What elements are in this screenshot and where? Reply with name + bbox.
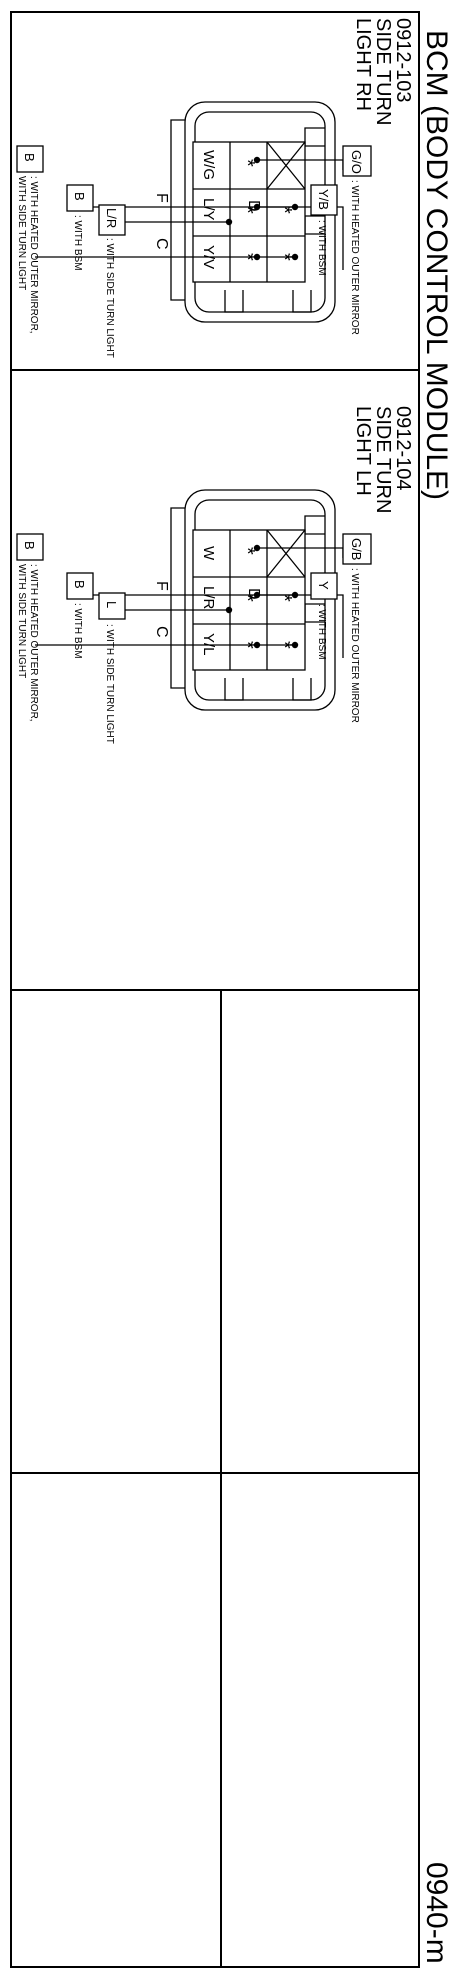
housing-latches-top — [304, 127, 325, 235]
connector-code: 0912-103 — [392, 18, 414, 103]
wire-color: B — [22, 153, 37, 162]
wire-tag: G/O : WITH HEATED OUTER MIRROR — [342, 145, 372, 335]
wire-note-line2: WITH SIDE TURN LIGHT — [16, 564, 27, 678]
wire-note: : WITH BSM — [316, 604, 327, 660]
wire-color-box — [310, 572, 338, 600]
wire-color: B — [22, 541, 37, 550]
wire-note: : WITH HEATED OUTER MIRROR — [349, 568, 360, 723]
pin-label: * — [236, 159, 258, 167]
pin-letter-f: F — [153, 581, 170, 591]
pin-letter-c: C — [153, 626, 170, 638]
wire-note: : WITH SIDE TURN LIGHT — [104, 238, 115, 358]
housing-outer — [184, 489, 336, 711]
wire-note: : WITH HEATED OUTER MIRROR — [349, 180, 360, 335]
rotated-sheet: BCM (BODY CONTROL MODULE) 0940-m 0912-10… — [10, 11, 453, 1968]
wire-color-box — [342, 145, 372, 177]
pin-label: * — [236, 547, 258, 555]
wire-color-box — [16, 533, 44, 561]
connector-0912-104: 0912-104 SIDE TURN LIGHT LH W L/R — [16, 406, 414, 744]
pin-label: * — [273, 206, 295, 214]
pin-letter-c: C — [153, 238, 170, 250]
wire-color: B — [72, 192, 87, 201]
housing-latches-right — [224, 290, 312, 313]
connector-name-line2: LIGHT RH — [352, 18, 374, 111]
wire-color-box — [16, 145, 44, 173]
wire-tag: B : WITH HEATED OUTER MIRROR, WITH SIDE … — [16, 533, 44, 722]
diagram-title: BCM (BODY CONTROL MODULE) — [420, 30, 453, 500]
wire-color-box — [66, 184, 94, 212]
wire-color-box — [342, 533, 372, 565]
housing-bottom-rail — [170, 507, 185, 689]
wire-note: : WITH BSM — [72, 215, 83, 271]
pin-label: * — [273, 594, 295, 602]
wire-tag: B : WITH HEATED OUTER MIRROR, WITH SIDE … — [16, 145, 44, 334]
wire-color: B — [72, 580, 87, 589]
wire-tag: Y : WITH BSM — [310, 572, 338, 660]
connector-code: 0912-104 — [392, 406, 414, 491]
pin-label: * — [236, 206, 258, 214]
pin-label: * — [236, 594, 258, 602]
pin-grid — [192, 529, 306, 671]
pin-label: W/G — [200, 150, 217, 180]
wire-color-box — [98, 592, 126, 620]
wire-note-line2: WITH SIDE TURN LIGHT — [16, 176, 27, 290]
connector-name-line1: SIDE TURN — [372, 406, 394, 513]
wire-tag: G/B : WITH HEATED OUTER MIRROR — [342, 533, 372, 723]
wire-tag: L : WITH SIDE TURN LIGHT — [98, 592, 126, 744]
wire-tag: B : WITH BSM — [66, 572, 94, 659]
connector-name-line2: LIGHT LH — [352, 406, 374, 496]
pin-label: L/Y — [200, 198, 217, 221]
wire-note: : WITH HEATED OUTER MIRROR, — [28, 564, 39, 722]
pin-label: W — [200, 546, 217, 561]
wire-note: : WITH HEATED OUTER MIRROR, — [28, 176, 39, 334]
pin-label: L/R — [200, 586, 217, 610]
wire-color-box — [98, 204, 126, 236]
wire-color: Y — [316, 581, 331, 590]
wire-color: L/R — [104, 208, 119, 228]
wire-tag: Y/B : WITH BSM — [310, 184, 338, 276]
pin-label: Y/L — [200, 633, 217, 656]
wire-color: G/O — [349, 150, 364, 174]
connector-name-line1: SIDE TURN — [372, 18, 394, 125]
wire-tag: B : WITH BSM — [66, 184, 94, 271]
housing-bottom-rail — [170, 119, 185, 301]
wire-note: : WITH SIDE TURN LIGHT — [104, 624, 115, 744]
wire-color: G/B — [349, 538, 364, 560]
connector-0912-103: 0912-103 SIDE TURN LIGHT RH W/ — [16, 18, 414, 358]
wire-tag: L/R : WITH SIDE TURN LIGHT — [98, 204, 126, 358]
pin-letter-d: D — [245, 588, 262, 600]
pin-grid — [192, 141, 306, 283]
wire-note: : WITH BSM — [316, 220, 327, 276]
wire-color-box — [310, 184, 338, 216]
pin-cross — [266, 141, 306, 190]
wire-note: : WITH BSM — [72, 603, 83, 659]
pin-cross — [266, 529, 306, 578]
pin-letter-d: D — [245, 200, 262, 212]
housing-latches-right — [224, 678, 312, 701]
wire-color-box — [66, 572, 94, 600]
page-code: 0940-m — [420, 1862, 453, 1964]
wire-color: Y/B — [316, 189, 331, 210]
pin-letter-f: F — [153, 193, 170, 203]
wire-color: L — [104, 601, 119, 608]
